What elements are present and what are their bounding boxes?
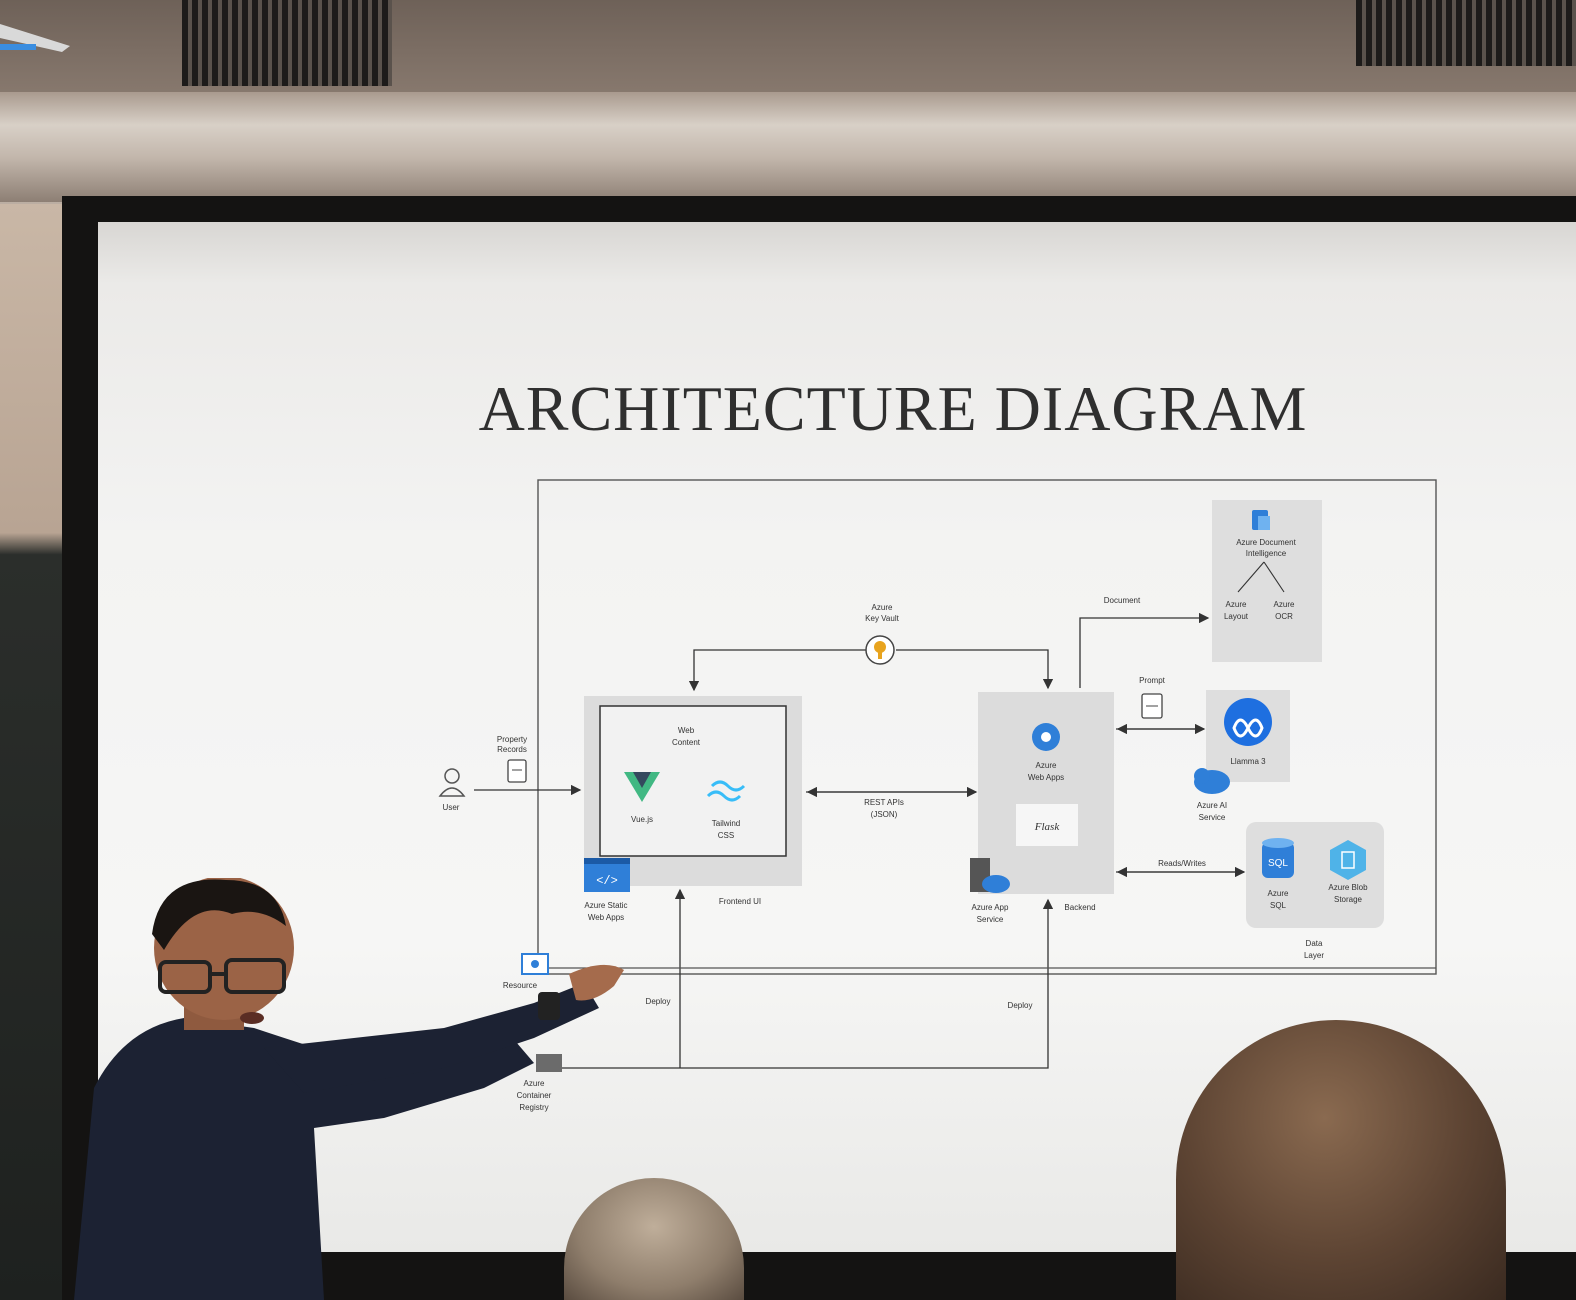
key-vault-icon (865, 635, 895, 665)
web-content-label-1: Web (678, 726, 695, 735)
container-registry-label-2: Container (517, 1091, 552, 1100)
data-layer-label-2: Layer (1304, 951, 1324, 960)
rest-label-2: (JSON) (871, 810, 898, 819)
presenter-figure (74, 878, 624, 1300)
llama-label: Llamma 3 (1230, 757, 1266, 766)
container-registry-label-1: Azure (524, 1079, 545, 1088)
static-web-apps-icon: </> (584, 858, 630, 892)
key-vault-label-1: Azure (872, 603, 893, 612)
tailwind-label-2: CSS (718, 831, 734, 840)
resource-label: Resource (503, 981, 538, 990)
static-web-apps-label-2: Web Apps (588, 913, 624, 922)
app-service-label-2: Service (977, 915, 1004, 924)
document-intelligence-icon (1252, 510, 1270, 530)
app-service-icon (970, 858, 1010, 893)
azure-web-apps-icon (1032, 723, 1060, 751)
resource-group-border (537, 479, 1437, 975)
vue-icon (624, 772, 660, 802)
resource-group-icon (521, 953, 549, 975)
layout-label-1: Azure (1226, 600, 1247, 609)
tailwind-label-1: Tailwind (712, 819, 740, 828)
container-registry-label-3: Registry (519, 1103, 548, 1112)
data-layer-label-1: Data (1306, 939, 1323, 948)
flask-icon: Flask (1034, 821, 1061, 833)
document-icon (507, 759, 527, 783)
sql-label-1: Azure (1268, 889, 1289, 898)
blob-label-2: Storage (1334, 895, 1363, 904)
backend-label: Backend (1064, 903, 1095, 912)
ceiling-light-icon (0, 24, 70, 52)
ai-service-label-1: Azure AI (1197, 801, 1227, 810)
document-label: Document (1104, 596, 1141, 605)
azure-sql-icon: SQL (1262, 838, 1294, 878)
ceiling-beam (0, 92, 1576, 202)
reads-writes-label: Reads/Writes (1158, 859, 1206, 868)
tailwind-icon (706, 780, 746, 802)
backend-to-docintel (1079, 612, 1210, 688)
meta-llama-icon (1224, 698, 1272, 746)
user-label: User (443, 803, 460, 812)
keyvault-to-frontend (688, 649, 866, 692)
ceiling-vent-left (182, 0, 392, 86)
ceiling-vent-right (1356, 0, 1576, 66)
layout-label-2: Layout (1224, 612, 1249, 621)
deploy-left-label: Deploy (646, 997, 671, 1006)
property-records-label-2: Records (497, 745, 527, 754)
user-icon (438, 768, 466, 797)
web-apps-label-1: Azure (1036, 761, 1057, 770)
property-records-label-1: Property (497, 735, 527, 744)
blob-label-1: Azure Blob (1328, 883, 1368, 892)
sql-icon-text: SQL (1268, 858, 1288, 869)
slide-title: ARCHITECTURE DIAGRAM (478, 373, 1308, 444)
key-vault-label-2: Key Vault (865, 614, 899, 623)
flask-box (1016, 804, 1078, 846)
web-apps-label-2: Web Apps (1028, 773, 1064, 782)
ai-service-label-2: Service (1199, 813, 1226, 822)
web-content-label-2: Content (672, 738, 701, 747)
container-registry-icon (536, 1054, 562, 1072)
prompt-label: Prompt (1139, 676, 1166, 685)
deploy-right-label: Deploy (1008, 1001, 1033, 1010)
backend-panel (978, 692, 1114, 894)
rest-label-1: REST APIs (864, 798, 904, 807)
doc-intel-label-2: Intelligence (1246, 549, 1287, 558)
azure-blob-storage-icon (1330, 840, 1366, 880)
doc-intel-label-1: Azure Document (1236, 538, 1296, 547)
left-wall (0, 204, 62, 1300)
deploy-backend-line (560, 898, 1054, 1069)
azure-ai-service-icon (1194, 768, 1230, 794)
ocr-label-2: OCR (1275, 612, 1293, 621)
frontend-label: Frontend UI (719, 897, 761, 906)
ocr-label-1: Azure (1274, 600, 1295, 609)
keyvault-to-backend (896, 649, 1054, 690)
vue-label: Vue.js (631, 815, 653, 824)
static-web-apps-label-1: Azure Static (584, 901, 627, 910)
app-service-label-1: Azure App (972, 903, 1009, 912)
sql-label-2: SQL (1270, 901, 1287, 910)
prompt-document-icon (1141, 693, 1163, 719)
svg-text:</>: </> (596, 874, 618, 888)
audience-head-right (1176, 1020, 1506, 1300)
